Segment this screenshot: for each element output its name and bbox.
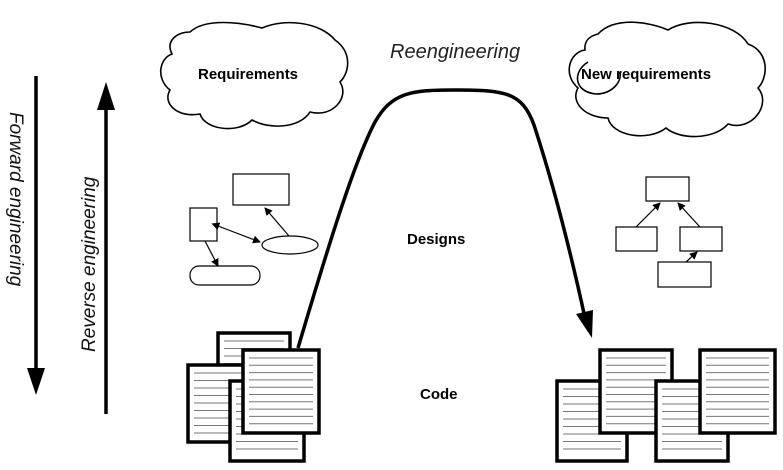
forward-engineering-label: Forward engineering (5, 112, 26, 287)
requirements-cloud: Requirements (160, 21, 349, 130)
reengineering-curve-arrow (296, 88, 593, 349)
legacy-design-diagram (189, 173, 319, 286)
legacy-code-documents (186, 331, 321, 463)
requirements-label: Requirements (198, 66, 298, 83)
new-code-document (698, 348, 777, 435)
new-code-documents (555, 348, 777, 463)
reengineering-label: Reengineering (390, 41, 520, 63)
code-label: Code (420, 386, 458, 403)
reverse-engineering-arrow (97, 82, 115, 414)
designs-label: Designs (407, 231, 465, 248)
new-requirements-cloud: New requirements (568, 21, 766, 138)
reverse-engineering-label: Reverse engineering (79, 176, 100, 352)
legacy-code-document (241, 348, 321, 435)
new-design-diagram (615, 176, 723, 288)
new-requirements-label: New requirements (581, 66, 711, 83)
forward-engineering-arrow (27, 76, 45, 395)
